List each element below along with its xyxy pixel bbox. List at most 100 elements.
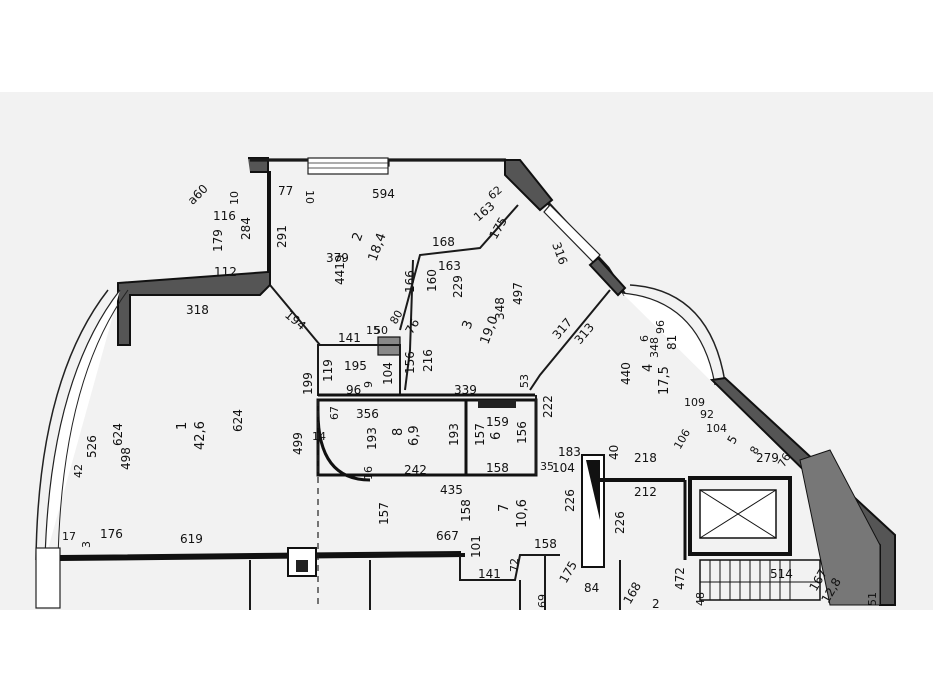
dim-226b: 226 (613, 511, 627, 534)
dim-379: 379 (326, 251, 349, 265)
dim-212: 212 (634, 485, 657, 499)
dim-17: 17 (62, 530, 76, 543)
room-8-label: 8 (391, 428, 406, 436)
dim-156a: 156 (403, 351, 417, 374)
duct-fill (586, 460, 600, 520)
dim-104b: 104 (706, 422, 727, 435)
dim-594: 594 (372, 187, 395, 201)
dim-84: 84 (584, 581, 599, 595)
bay-window-room4 (621, 292, 716, 386)
dim-284: 284 (239, 217, 253, 240)
dim-199: 199 (301, 372, 315, 395)
vent-shaft-core (296, 560, 308, 572)
dim-119: 119 (321, 359, 335, 382)
dim-76b: 76 (775, 451, 793, 470)
dim-96: 96 (346, 383, 361, 397)
dim-109: 109 (684, 396, 705, 409)
dim-226a: 226 (563, 489, 577, 512)
room-4-label: 4 (641, 364, 656, 372)
dim-216: 216 (421, 349, 435, 372)
dim-14: 14 (312, 430, 326, 443)
dim-176: 176 (100, 527, 123, 541)
dim-76: 76 (402, 316, 422, 336)
dim-222: 222 (541, 395, 555, 418)
curved-window-outer (35, 289, 109, 561)
dim-193a: 193 (365, 427, 379, 450)
dim-279: 279 (756, 451, 779, 465)
dim-40: 40 (607, 445, 621, 460)
dim-53: 53 (518, 374, 531, 388)
dim-163b: 163 (438, 259, 461, 273)
dim-112: 112 (214, 265, 237, 279)
dim-69: 69 (536, 594, 549, 608)
dim-15: 15 (366, 324, 380, 337)
dim-48: 48 (694, 592, 707, 606)
wall-ne-corner (504, 159, 554, 212)
dim-158a: 158 (486, 461, 509, 475)
dim-526: 526 (85, 435, 99, 458)
dim-499: 499 (291, 432, 305, 455)
dim-619: 619 (180, 532, 203, 546)
wall-lower-corridor (459, 554, 560, 581)
dim-179: 179 (211, 229, 225, 252)
dim-10b: 10 (228, 191, 241, 205)
wall-ne-pier (588, 256, 627, 297)
dim-51: 51 (866, 592, 879, 606)
plan-sheet (0, 92, 933, 610)
dim-35: 35 (540, 460, 554, 473)
dim-356: 356 (356, 407, 379, 421)
wall-south-line (59, 553, 466, 560)
room-7-area: 10,6 (515, 499, 530, 528)
window-sw (35, 547, 61, 609)
dim-183: 183 (558, 445, 581, 459)
dim-435: 435 (440, 483, 463, 497)
dim-77: 77 (278, 184, 293, 198)
dim-624a: 624 (111, 423, 125, 446)
dim-141: 141 (338, 331, 361, 345)
dim-6: 6 (638, 335, 651, 342)
dim-160: 160 (425, 269, 439, 292)
dim-157a: 157 (473, 423, 487, 446)
dim-9: 9 (362, 381, 375, 388)
dim-242: 242 (404, 463, 427, 477)
dim-291: 291 (275, 225, 289, 248)
dim-50: 50 (374, 324, 388, 337)
dim-92: 92 (700, 408, 714, 421)
dim-101: 101 (469, 535, 483, 558)
door-arc-bath (316, 411, 371, 482)
dim-141b: 141 (478, 567, 501, 581)
dim-159: 159 (486, 415, 509, 429)
dim-624b: 624 (231, 409, 245, 432)
dim-472: 472 (673, 567, 687, 590)
wall-east-fill (799, 449, 881, 606)
dim-667: 667 (436, 529, 459, 543)
dim-156b: 156 (515, 421, 529, 444)
bay-window-outer (629, 284, 726, 383)
dim-116: 116 (213, 209, 236, 223)
dim-318: 318 (186, 303, 209, 317)
curved-window-room1 (44, 289, 121, 561)
dim-104a: 104 (381, 362, 395, 385)
dim-3: 3 (80, 541, 93, 548)
dim-195: 195 (344, 359, 367, 373)
room-1-area: 42,6 (193, 421, 208, 450)
wc-fixture (478, 400, 516, 408)
lift-cross-b (699, 489, 777, 539)
dim-168: 168 (432, 235, 455, 249)
dim-339: 339 (454, 383, 477, 397)
dim-81: 81 (665, 335, 679, 350)
dim-104c: 104 (552, 461, 575, 475)
dim-157b: 157 (377, 502, 391, 525)
dim-218: 218 (634, 451, 657, 465)
dim-514: 514 (770, 567, 793, 581)
staircase (699, 559, 821, 601)
window-north (307, 157, 389, 175)
dim-440: 440 (619, 362, 633, 385)
wall-segment-nw (117, 157, 271, 346)
lift-shaft (688, 476, 792, 556)
dim-72: 72 (508, 558, 521, 572)
wall-room3-4 (529, 289, 611, 391)
room-7-label: 7 (497, 504, 512, 512)
